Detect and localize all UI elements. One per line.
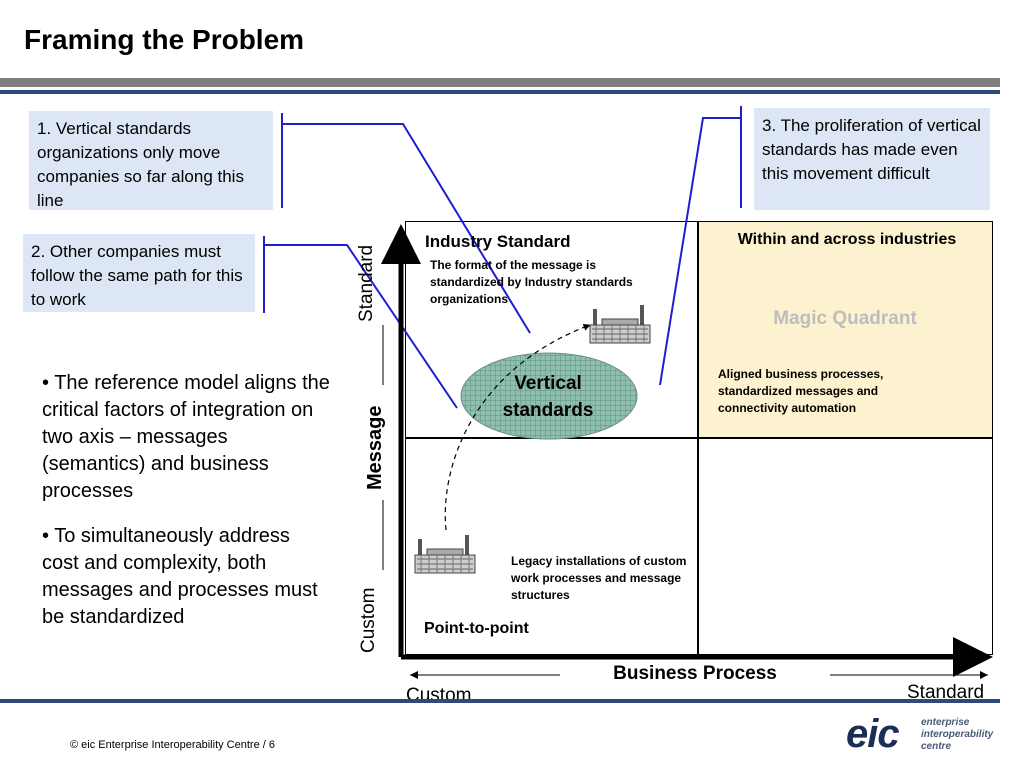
aligned-desc: Aligned business processes, standardized…	[718, 367, 884, 415]
eic-logo-mark: eic	[846, 712, 900, 756]
magic-quadrant-label: Magic Quadrant	[773, 308, 917, 329]
industry-standard-desc: The format of the message is standardize…	[430, 258, 633, 306]
bullet-list: • The reference model aligns the critica…	[42, 370, 332, 649]
x-axis-right-label: Standard	[907, 682, 985, 703]
connector-callout-1	[281, 113, 531, 334]
bullet-item-1: • The reference model aligns the critica…	[42, 372, 330, 502]
legacy-desc: Legacy installations of custom work proc…	[511, 554, 687, 602]
vertical-standards-label: Vertical standards	[502, 373, 594, 421]
vertical-standards-ellipse	[460, 352, 638, 440]
callout-2: 2. Other companies must follow the same …	[23, 234, 255, 312]
logo-line-1: enterprise	[921, 717, 970, 728]
within-across-label: Within and across industries	[737, 231, 957, 248]
factory-icon-legacy	[414, 535, 476, 574]
point-to-point-label: Point-to-point	[424, 620, 529, 637]
connector-callout-3	[659, 106, 742, 386]
eic-logo-text: enterprise interoperability centre	[921, 717, 993, 753]
quadrant-magic	[698, 221, 993, 438]
y-axis-top-label: Standard	[356, 244, 377, 322]
header-gray-bar	[0, 78, 1000, 87]
migration-arrow	[444, 323, 591, 531]
y-axis-label: Message	[364, 405, 386, 491]
industry-standard-label: Industry Standard	[425, 232, 571, 251]
footer-rule	[0, 699, 1000, 703]
x-axis-label: Business Process	[560, 663, 830, 685]
logo-line-3: centre	[921, 741, 952, 752]
callout-1: 1. Vertical standards organizations only…	[29, 111, 273, 210]
logo-line-2: interoperability	[921, 729, 994, 740]
x-axis-left-label: Custom	[406, 685, 472, 706]
slide-title: Framing the Problem	[24, 24, 305, 55]
callout-3: 3. The proliferation of vertical standar…	[754, 108, 990, 210]
footer-copyright: © eic Enterprise Interoperability Centre…	[70, 739, 275, 751]
bullet-item-2: • To simultaneously address cost and com…	[42, 525, 318, 628]
factory-icon	[589, 305, 651, 344]
y-axis-bottom-label: Custom	[358, 587, 379, 653]
header-blue-rule	[0, 90, 1000, 94]
connector-callout-2	[263, 236, 458, 409]
